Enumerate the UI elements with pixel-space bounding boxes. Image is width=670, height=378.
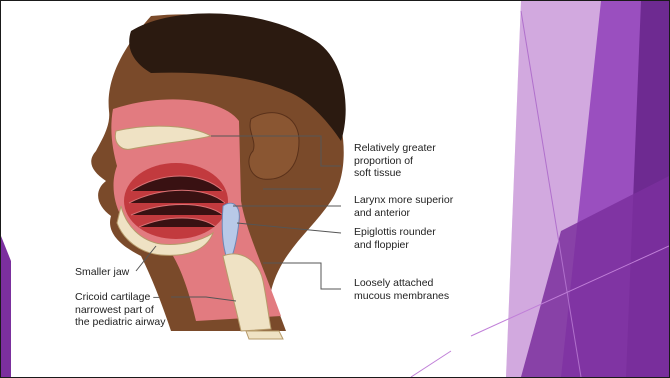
label-mucous-membranes: Loosely attached mucous membranes bbox=[354, 277, 449, 302]
label-soft-tissue: Relatively greater proportion of soft ti… bbox=[354, 142, 436, 180]
label-larynx: Larynx more superior and anterior bbox=[354, 194, 453, 219]
label-smaller-jaw: Smaller jaw bbox=[75, 266, 129, 279]
label-epiglottis: Epiglottis rounder and floppier bbox=[354, 226, 436, 251]
label-cricoid-cartilage: Cricoid cartilage – narrowest part of th… bbox=[75, 291, 165, 329]
